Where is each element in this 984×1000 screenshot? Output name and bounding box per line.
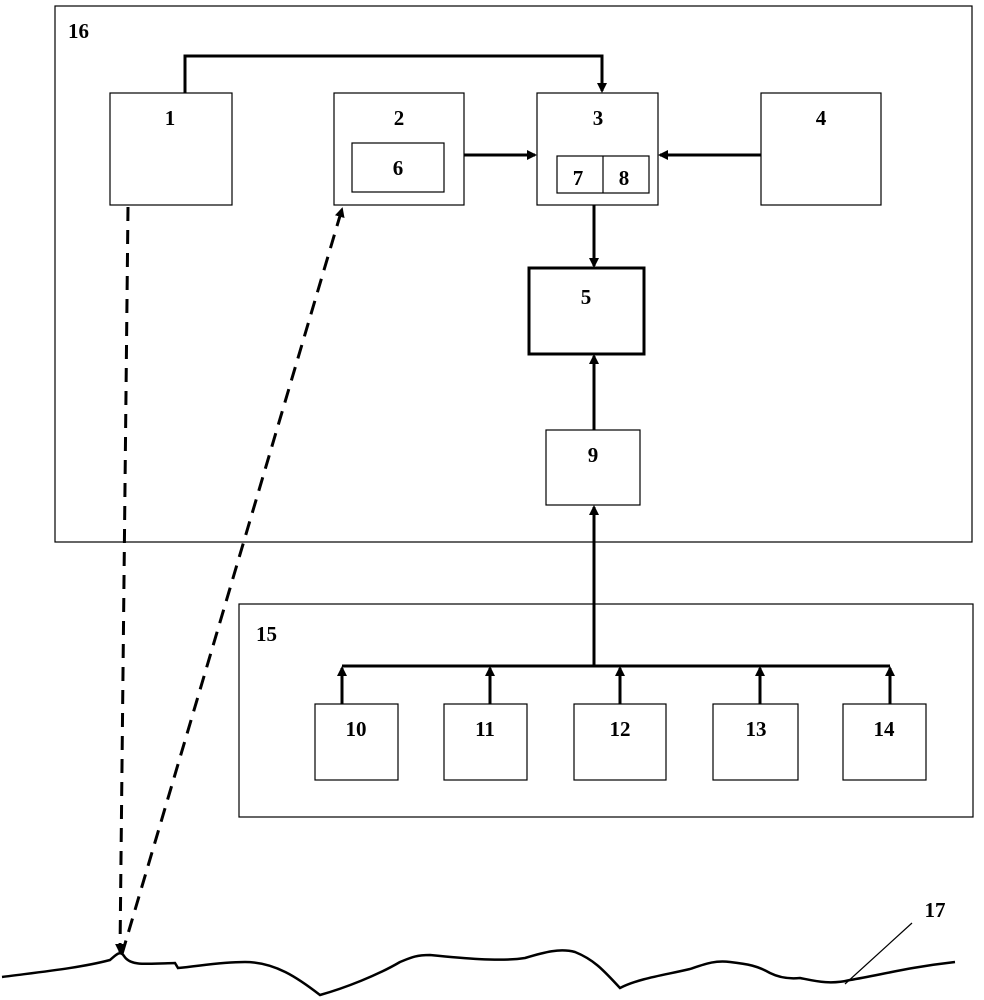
block-14-label: 14 [874,717,896,741]
surface-17-label: 17 [925,898,946,922]
block-2-label: 2 [394,106,405,130]
block-9 [546,430,640,505]
block-5 [529,268,644,354]
block-10 [315,704,398,780]
block-13 [713,704,798,780]
block-11-label: 11 [475,717,495,741]
block-9-label: 9 [588,443,599,467]
group-15-label: 15 [256,622,277,646]
group-16-label: 16 [68,19,89,43]
block-7-label: 7 [573,166,584,190]
block-6-label: 6 [393,156,404,180]
block-10-label: 10 [346,717,367,741]
block-11 [444,704,527,780]
block-8-label: 8 [619,166,630,190]
block-12 [574,704,666,780]
block-1-label: 1 [165,106,176,130]
group-16-frame [55,6,972,542]
block-4-label: 4 [816,106,827,130]
block-13-label: 13 [746,717,767,741]
block-5-label: 5 [581,285,592,309]
ground-surface-line [2,950,955,995]
block-3-label: 3 [593,106,604,130]
block-14 [843,704,926,780]
block-12-label: 12 [610,717,631,741]
